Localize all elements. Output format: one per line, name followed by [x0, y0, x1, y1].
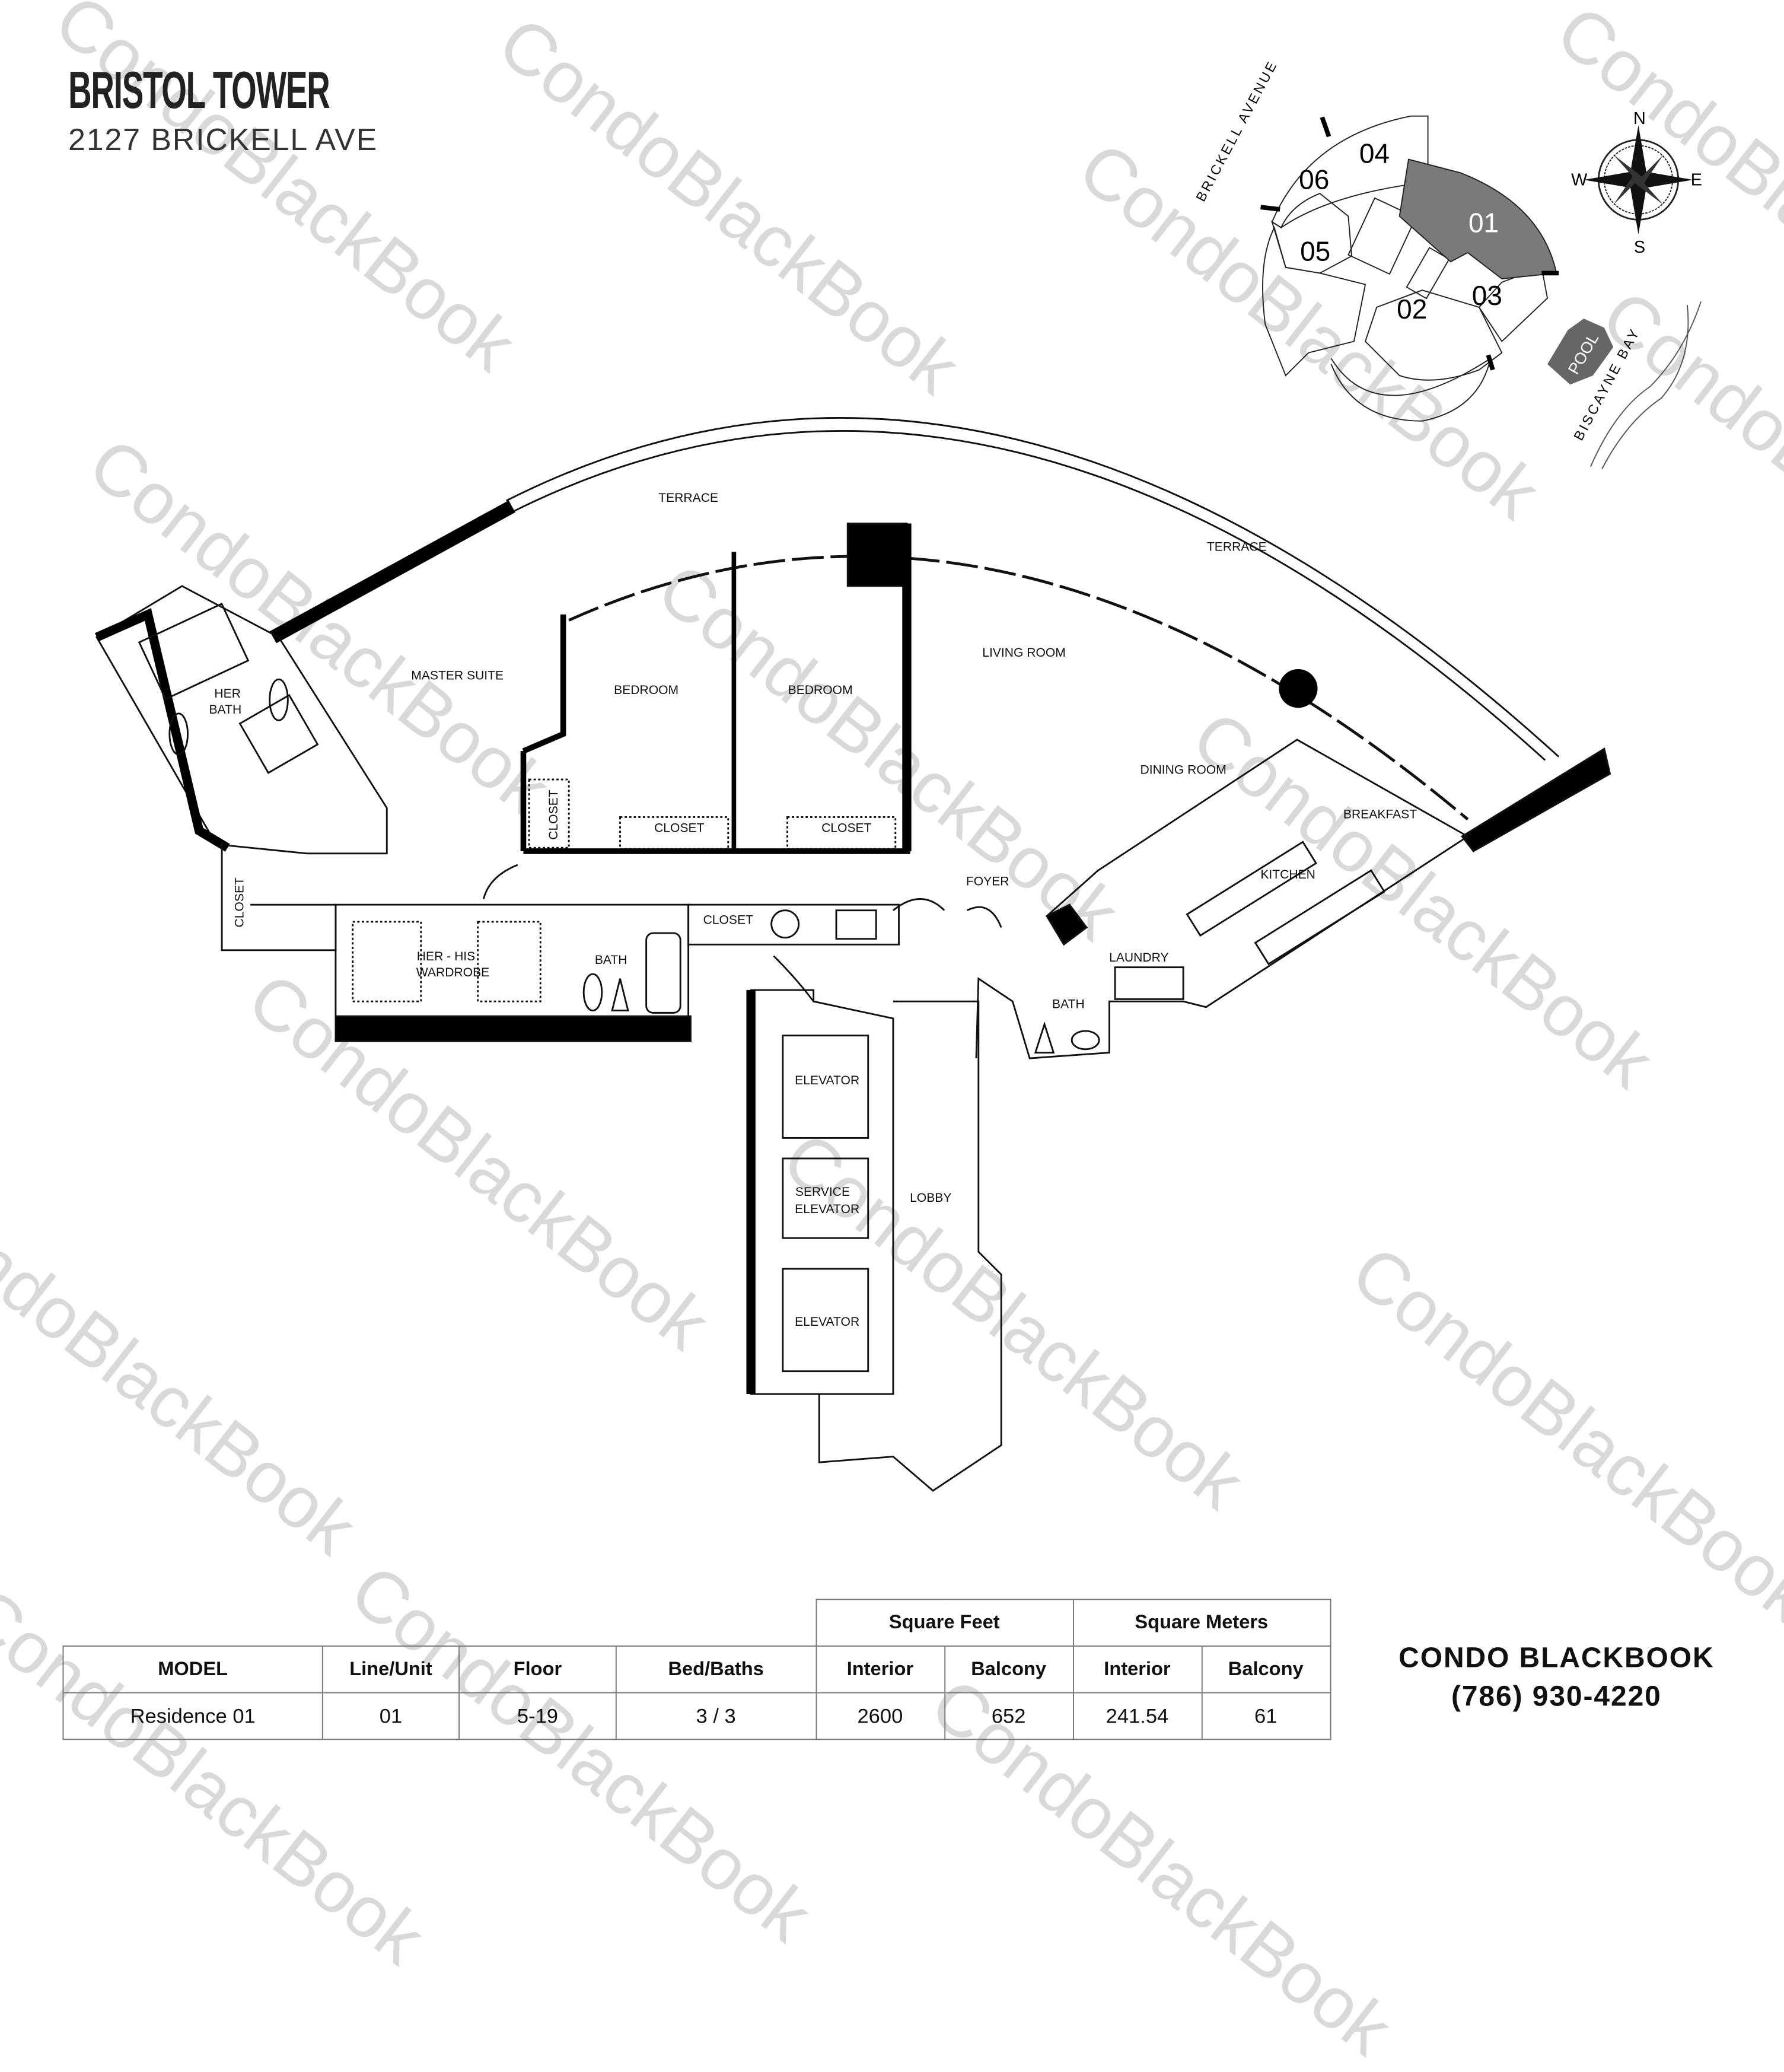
table-row: Residence 01 01 5-19 3 / 3 2600 652 241.… [62, 1692, 1331, 1740]
col-bed-baths: Bed/Baths [615, 1645, 817, 1694]
room-label-bedroom: BEDROOM [614, 683, 678, 697]
header-square-feet: Square Feet [815, 1599, 1074, 1647]
room-label-service-elevator: SERVICE [795, 1185, 850, 1199]
key-elevators [1406, 247, 1450, 300]
room-label-dining-room: DINING ROOM [1140, 763, 1226, 777]
shower [238, 693, 319, 774]
door-swings [482, 864, 1002, 1002]
compass-s: S [1634, 238, 1645, 257]
building-name: BRISTOL TOWER [68, 60, 330, 120]
key-terrace-south [1330, 357, 1492, 422]
key-unit-label: 02 [1397, 294, 1427, 324]
key-unit-label: 06 [1299, 164, 1329, 195]
key-unit-01-highlight [1398, 158, 1557, 280]
building-address: 2127 BRICKELL AVE [68, 123, 378, 157]
room-label-service-elevator: ELEVATOR [795, 1202, 859, 1216]
room-label-breakfast: BREAKFAST [1343, 807, 1417, 821]
room-label-wardrobe: WARDROBE [416, 966, 489, 979]
shoreline [1601, 305, 1689, 469]
room-label-terrace: TERRACE [1207, 540, 1267, 554]
brand-name-1: CONDO [1398, 1642, 1511, 1674]
cell-floor: 5-19 [458, 1692, 617, 1740]
washer-dryer [1114, 966, 1184, 1000]
terrace-glass-line [568, 555, 1469, 821]
col-model: MODEL [62, 1645, 323, 1694]
terrace-outer-rail-inner [511, 430, 1546, 761]
counter-top [1186, 841, 1318, 937]
elevator-1 [782, 1035, 869, 1139]
room-label-bath: BATH [595, 953, 627, 967]
column [1279, 669, 1318, 708]
counter-bottom [1254, 869, 1386, 966]
key-unit-label-selected: 01 [1468, 207, 1499, 238]
key-unit-04-terrace [1271, 115, 1429, 228]
cell-bed-baths: 3 / 3 [615, 1692, 817, 1740]
shoreline [1590, 301, 1702, 467]
room-label-bedroom: BEDROOM [788, 683, 853, 697]
floor-plan [94, 417, 1611, 1492]
cell-sqm-interior: 241.54 [1072, 1692, 1202, 1740]
room-label-elevator: ELEVATOR [795, 1074, 859, 1087]
room-label-kitchen: KITCHEN [1260, 868, 1315, 881]
key-unit-03 [1478, 266, 1549, 343]
brand-block: CONDO BLACKBOOK (786) 930-4220 [1363, 1638, 1750, 1715]
room-label-laundry: LAUNDRY [1109, 951, 1168, 965]
room-label-closet: CLOSET [233, 877, 247, 928]
cell-model: Residence 01 [62, 1692, 323, 1740]
room-label-foyer: FOYER [966, 875, 1009, 889]
room-label-living-room: LIVING ROOM [982, 646, 1066, 660]
her-bath-walls [95, 585, 388, 855]
room-label-elevator: ELEVATOR [795, 1315, 859, 1329]
terrace-outer-rail [506, 417, 1560, 757]
cell-sqm-balcony: 61 [1200, 1692, 1331, 1740]
compass-e: E [1691, 171, 1702, 190]
room-label-lobby: LOBBY [910, 1191, 951, 1205]
bathtub [138, 603, 250, 701]
wardrobe-left [352, 921, 422, 1002]
col-line-unit: Line/Unit [321, 1645, 460, 1694]
kitchen-bath-walls [975, 739, 1470, 1059]
room-label-her-bath: BATH [209, 703, 241, 717]
room-label-bath: BATH [1052, 998, 1085, 1011]
key-core [1347, 197, 1417, 275]
room-label-terrace: TERRACE [658, 491, 718, 505]
street-label: BRICKELL AVENUE [1193, 58, 1280, 204]
key-unit-label: 03 [1472, 280, 1502, 311]
room-label-closet: CLOSET [821, 821, 872, 835]
key-unit-label: 04 [1359, 138, 1390, 168]
unit-specs-table: Square Feet Square Meters MODEL Line/Uni… [62, 1599, 1331, 1740]
brand-name-2: BLACKBOOK [1519, 1642, 1715, 1674]
key-plan: 04 06 05 01 02 03 BRICKELL AVENUE BISCAY… [94, 58, 1702, 1492]
compass-w: W [1571, 171, 1588, 190]
room-label-wardrobe: HER - HIS [417, 950, 475, 963]
col-sqm-balcony: Balcony [1200, 1645, 1331, 1694]
cell-line-unit: 01 [321, 1692, 460, 1740]
wardrobe-right [477, 921, 541, 1002]
brand-phone[interactable]: (786) 930-4220 [1451, 1680, 1662, 1713]
service-elevator [782, 1157, 869, 1239]
room-label-closet: CLOSET [654, 821, 705, 835]
col-sqft-interior: Interior [815, 1645, 945, 1694]
lobby-walls [818, 1000, 1002, 1492]
room-label-closet: CLOSET [703, 914, 754, 927]
cell-sqft-interior: 2600 [815, 1692, 945, 1740]
pool-shape: POOL [1547, 319, 1614, 385]
key-unit-02 [1364, 289, 1503, 381]
cell-sqft-balcony: 652 [944, 1692, 1074, 1740]
col-sqm-interior: Interior [1072, 1645, 1202, 1694]
col-floor: Floor [458, 1645, 617, 1694]
compass-n: N [1633, 109, 1646, 128]
elevator-2 [782, 1268, 869, 1373]
header-square-meters: Square Meters [1072, 1599, 1331, 1647]
col-sqft-balcony: Balcony [944, 1645, 1074, 1694]
room-labels: TERRACE TERRACE MASTER SUITE HER BATH BE… [209, 491, 1417, 1329]
room-label-closet: CLOSET [547, 790, 560, 840]
room-label-her-bath: HER [214, 687, 241, 701]
bathtub-2 [645, 932, 681, 1014]
key-unit-05 [1262, 226, 1366, 377]
key-unit-label: 05 [1300, 235, 1330, 266]
room-label-master-suite: MASTER SUITE [411, 669, 504, 682]
compass-rose-icon [1584, 125, 1693, 235]
